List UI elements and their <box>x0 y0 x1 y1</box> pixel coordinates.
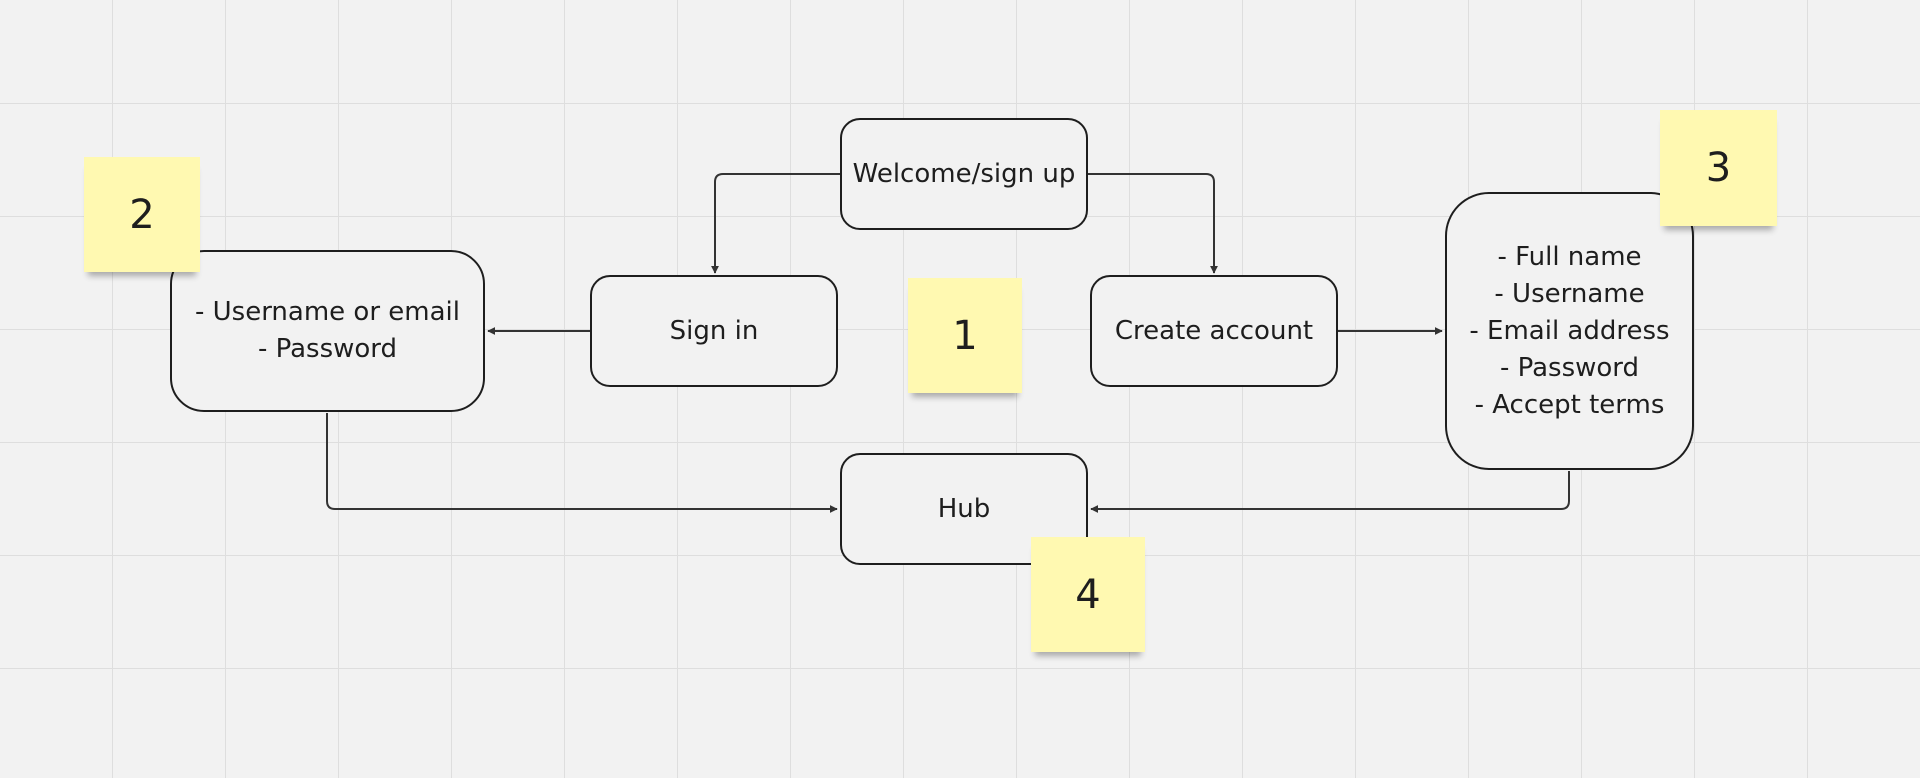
create-account-node[interactable]: Create account <box>1090 275 1338 387</box>
login-fields-label: - Username or email - Password <box>194 297 460 364</box>
welcome-signup-node[interactable]: Welcome/sign up <box>840 118 1088 230</box>
sticky-note-3-text: 3 <box>1705 145 1732 191</box>
sticky-note-1-text: 1 <box>952 312 978 359</box>
login-fields-node[interactable]: - Username or email - Password <box>170 250 485 412</box>
sign-in-label: Sign in <box>669 315 759 346</box>
signup-fields-label: - Full name - Username - Email address -… <box>1469 241 1670 420</box>
sticky-note-1[interactable]: 1 <box>908 278 1022 393</box>
sticky-note-2[interactable]: 2 <box>84 157 200 272</box>
sign-in-node[interactable]: Sign in <box>590 275 838 387</box>
sticky-note-4-text: 4 <box>1075 571 1101 618</box>
create-account-label: Create account <box>1114 315 1314 346</box>
signup-fields-node[interactable]: - Full name - Username - Email address -… <box>1445 192 1694 470</box>
hub-label: Hub <box>937 493 991 524</box>
sticky-note-2-text: 2 <box>129 191 155 238</box>
sticky-note-3[interactable]: 3 <box>1660 110 1777 226</box>
welcome-signup-label: Welcome/sign up <box>852 158 1076 189</box>
sticky-note-4[interactable]: 4 <box>1031 537 1145 652</box>
